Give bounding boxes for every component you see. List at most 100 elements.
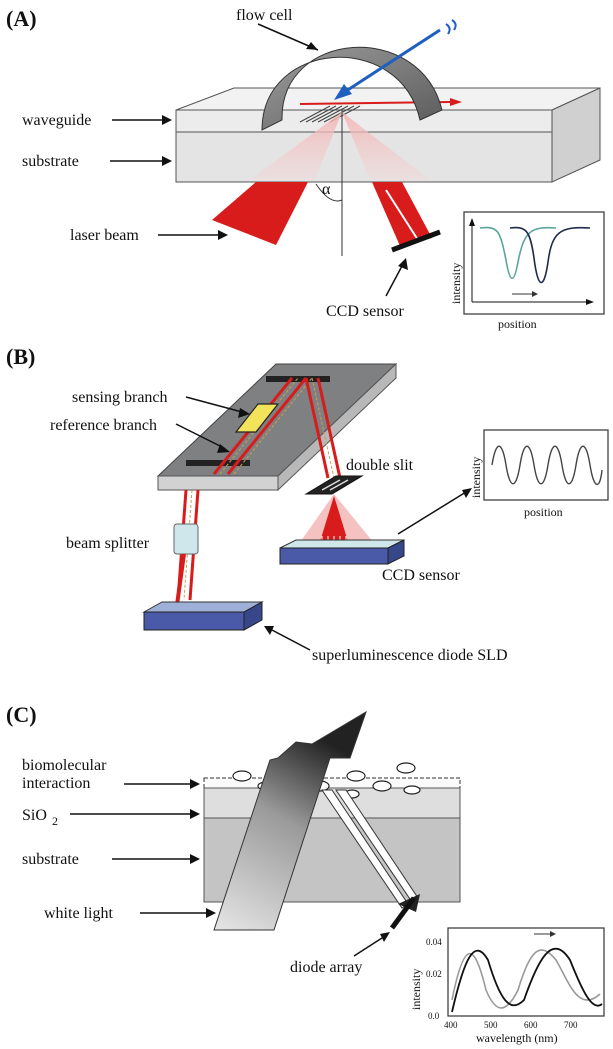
waveguide-top-face bbox=[175, 87, 601, 111]
reflected-cone bbox=[342, 112, 430, 180]
inset-b-frame bbox=[483, 429, 609, 501]
panel-a-tag: (A) bbox=[6, 6, 37, 31]
laser-beam bbox=[212, 182, 308, 245]
ccd-sensor-b-top bbox=[279, 539, 405, 549]
inset-a-curve-before bbox=[479, 226, 557, 280]
diode-array-label: diode array bbox=[290, 959, 362, 976]
branch-dash-2 bbox=[233, 377, 313, 475]
sld-label: superluminescence diode SLD bbox=[312, 647, 508, 664]
substrate-side-face bbox=[551, 87, 601, 183]
waveguide-layer bbox=[175, 109, 553, 133]
reference-branch-label: reference branch bbox=[50, 417, 157, 434]
ccd-sensor-b-label: CCD sensor bbox=[382, 567, 460, 584]
white-light-pointer-head bbox=[206, 908, 216, 918]
flow-cell-label: flow cell bbox=[236, 7, 293, 24]
panel-c: (C) biomolecular interaction bbox=[6, 702, 605, 1045]
inset-c: 0.0 0.02 0.04 400 500 600 700 intensity … bbox=[409, 927, 605, 1045]
sensing-window bbox=[234, 403, 280, 433]
sld-top bbox=[142, 601, 264, 613]
flow-cell bbox=[261, 47, 443, 131]
diode-array bbox=[389, 896, 417, 930]
chip-grating-bottom bbox=[186, 460, 250, 466]
sld-front bbox=[143, 611, 245, 631]
output-beam-1 bbox=[304, 377, 330, 479]
biomolecular-label: biomolecular bbox=[22, 757, 107, 774]
inset-c-ytick-2: 0.04 bbox=[426, 937, 442, 947]
chip-grating-top bbox=[266, 376, 330, 382]
inset-b-pointer-head bbox=[462, 488, 472, 498]
inset-b-ylabel: intensity bbox=[469, 457, 483, 498]
interferometer-chip-edge bbox=[277, 362, 397, 492]
panel-b: (B) bbox=[6, 344, 609, 664]
sensing-branch-path bbox=[226, 377, 308, 475]
outgoing-beam-highlight bbox=[385, 189, 419, 241]
panel-b-tag: (B) bbox=[6, 344, 35, 369]
inset-c-curve-after bbox=[451, 947, 603, 1013]
inset-a-xaxis-head bbox=[586, 299, 594, 305]
output-beam-dash bbox=[311, 377, 335, 479]
slit-2 bbox=[329, 479, 349, 491]
flow-cell-pointer-head bbox=[306, 42, 318, 50]
ccd-sensor-a-pointer bbox=[385, 265, 403, 297]
white-light-arrow bbox=[213, 710, 367, 931]
waveguide-pointer-head bbox=[162, 115, 172, 125]
inset-c-yticks: 0.0 0.02 0.04 bbox=[426, 937, 442, 1021]
inset-a-yaxis-head bbox=[469, 218, 475, 226]
waveguide-label: waveguide bbox=[22, 112, 91, 129]
inset-b-xlabel: position bbox=[524, 505, 563, 519]
sensing-branch-label: sensing branch bbox=[72, 389, 168, 406]
inset-c-xtick-1: 500 bbox=[484, 1020, 498, 1030]
substrate-pointer-head bbox=[162, 156, 172, 166]
substrate-label: substrate bbox=[22, 153, 79, 170]
substrate-c-pointer-head bbox=[190, 854, 200, 864]
sio2-pointer-head bbox=[190, 809, 200, 819]
inset-c-xtick-3: 700 bbox=[564, 1020, 578, 1030]
inset-b-pointer bbox=[397, 491, 467, 535]
ccd-sensor-a-label: CCD sensor bbox=[326, 303, 404, 320]
slit-1 bbox=[321, 479, 341, 491]
incident-cone bbox=[250, 112, 342, 180]
inset-c-frame bbox=[447, 927, 605, 1017]
ccd-sensor-b-front bbox=[279, 547, 389, 565]
interferometer-chip-side bbox=[157, 475, 279, 491]
laser-beam-pointer-head bbox=[218, 230, 228, 240]
ccd-sensor-b-side bbox=[387, 539, 405, 565]
inset-a: intensity position bbox=[449, 211, 605, 331]
white-light-label: white light bbox=[44, 905, 113, 922]
alpha-label: α bbox=[322, 181, 331, 198]
ccd-sensor-a-pointer-head bbox=[398, 258, 408, 270]
guided-beam-arrowhead bbox=[450, 98, 462, 106]
angle-arc bbox=[315, 183, 343, 202]
inset-a-xlabel: position bbox=[498, 317, 537, 331]
panel-c-tag: (C) bbox=[6, 702, 37, 727]
inset-a-curve-after bbox=[509, 226, 591, 284]
double-slit bbox=[304, 475, 364, 495]
inset-c-ytick-0: 0.0 bbox=[428, 1011, 440, 1021]
inset-b-fringe-curve bbox=[491, 445, 603, 486]
inset-b: intensity position bbox=[469, 429, 609, 519]
sio2-subscript: 2 bbox=[52, 814, 58, 828]
beam-splitter-label: beam splitter bbox=[66, 535, 150, 552]
ccd-sensor-a bbox=[391, 229, 441, 253]
flow-arrow bbox=[339, 28, 441, 97]
diode-array-pointer-head bbox=[380, 932, 390, 942]
inset-c-xlabel: wavelength (nm) bbox=[476, 1031, 558, 1045]
sld-side bbox=[243, 601, 263, 631]
interference-cone-inner bbox=[318, 496, 350, 548]
sensing-branch-pointer-head bbox=[238, 408, 250, 418]
interaction-label: interaction bbox=[22, 775, 90, 792]
inset-a-ylabel: intensity bbox=[449, 263, 463, 304]
sio2-label: SiO bbox=[22, 807, 47, 824]
flow-cell-pointer bbox=[257, 23, 319, 51]
laser-beam-label: laser beam bbox=[70, 227, 139, 244]
output-beam-2 bbox=[316, 377, 342, 479]
sensing-branch-pointer bbox=[185, 396, 243, 413]
beam-splitter bbox=[173, 523, 199, 555]
inset-c-shift-arrowhead bbox=[550, 931, 556, 937]
biolayer-pointer-head bbox=[190, 779, 200, 789]
flow-arrowhead bbox=[334, 84, 352, 100]
inset-c-xticks: 400 500 600 700 bbox=[444, 1020, 578, 1030]
inset-c-ytick-1: 0.02 bbox=[426, 969, 442, 979]
inset-c-ylabel: intensity bbox=[409, 969, 423, 1010]
